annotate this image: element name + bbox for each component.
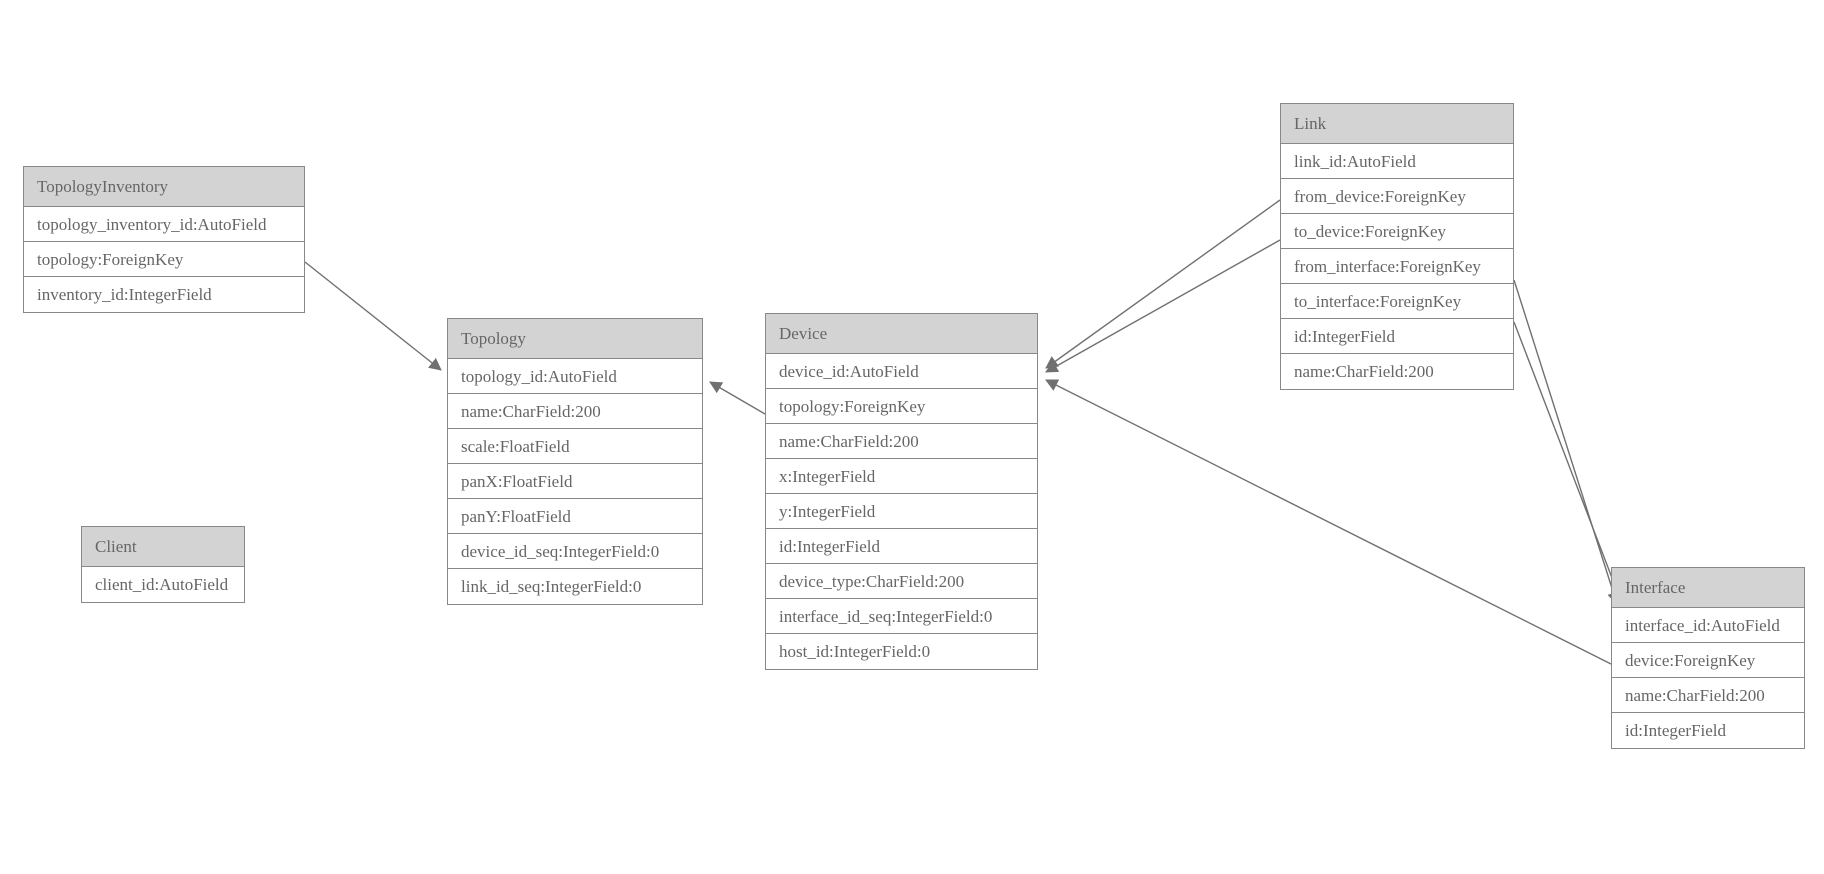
relation-edge-topologyinventory-topology (304, 261, 442, 371)
entity-field: topology:ForeignKey (24, 242, 304, 277)
entity-field: id:IntegerField (766, 529, 1037, 564)
entity-field: to_interface:ForeignKey (1281, 284, 1513, 319)
relation-edge-link-to_device (1045, 239, 1281, 373)
entity-title-topologyinventory: TopologyInventory (24, 167, 304, 207)
entity-field: name:CharField:200 (448, 394, 702, 429)
entity-field: scale:FloatField (448, 429, 702, 464)
entity-field: topology:ForeignKey (766, 389, 1037, 424)
entity-field: y:IntegerField (766, 494, 1037, 529)
entity-field: name:CharField:200 (1281, 354, 1513, 389)
entity-field: inventory_id:IntegerField (24, 277, 304, 312)
entity-title-interface: Interface (1612, 568, 1804, 608)
entity-field: device_id:AutoField (766, 354, 1037, 389)
entity-field: name:CharField:200 (1612, 678, 1804, 713)
entity-field: host_id:IntegerField:0 (766, 634, 1037, 669)
relation-edge-link-from_interface (1513, 279, 1620, 606)
entity-field: panX:FloatField (448, 464, 702, 499)
entity-field: id:IntegerField (1612, 713, 1804, 748)
entity-field: name:CharField:200 (766, 424, 1037, 459)
entity-field: interface_id:AutoField (1612, 608, 1804, 643)
entity-field: client_id:AutoField (82, 567, 244, 602)
entity-field: interface_id_seq:IntegerField:0 (766, 599, 1037, 634)
entity-title-link: Link (1281, 104, 1513, 144)
entity-title-client: Client (82, 527, 244, 567)
relation-edge-device-topology (709, 381, 766, 415)
relation-edge-link-from_device (1045, 199, 1281, 369)
entity-title-device: Device (766, 314, 1037, 354)
entity-field: from_device:ForeignKey (1281, 179, 1513, 214)
entity-field: id:IntegerField (1281, 319, 1513, 354)
entity-field: panY:FloatField (448, 499, 702, 534)
entity-field: x:IntegerField (766, 459, 1037, 494)
entity-field: device:ForeignKey (1612, 643, 1804, 678)
entity-field: from_interface:ForeignKey (1281, 249, 1513, 284)
entity-title-topology: Topology (448, 319, 702, 359)
relation-edge-link-to_interface (1513, 321, 1624, 605)
entity-field: to_device:ForeignKey (1281, 214, 1513, 249)
entity-field: device_id_seq:IntegerField:0 (448, 534, 702, 569)
entity-field: link_id_seq:IntegerField:0 (448, 569, 702, 604)
entity-field: topology_inventory_id:AutoField (24, 207, 304, 242)
entity-field: link_id:AutoField (1281, 144, 1513, 179)
entity-field: device_type:CharField:200 (766, 564, 1037, 599)
entity-field: topology_id:AutoField (448, 359, 702, 394)
relation-edge-interface-device (1045, 379, 1612, 665)
